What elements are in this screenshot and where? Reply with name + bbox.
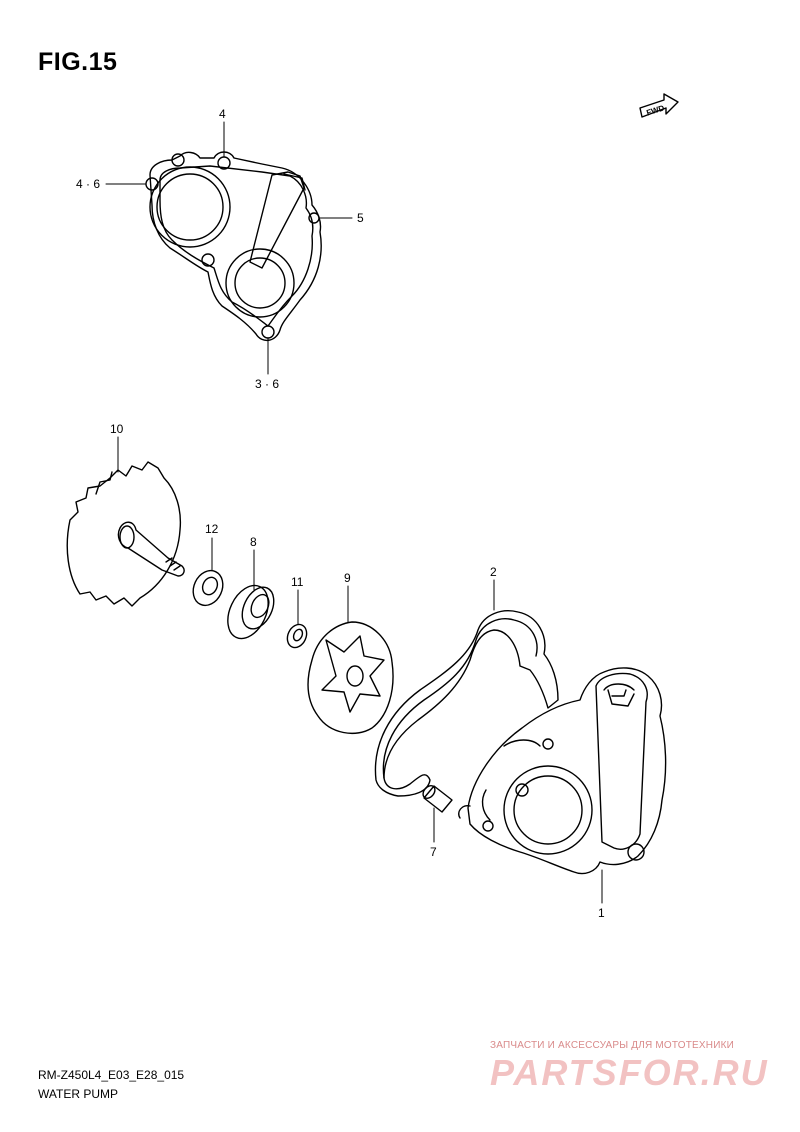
leader-lines — [105, 121, 603, 904]
callout-1: 1 — [598, 906, 605, 920]
oil-seal-part — [227, 584, 275, 640]
small-ring-part — [286, 623, 308, 649]
model-code: RM-Z450L4_E03_E28_015 — [38, 1068, 185, 1082]
callout-4: 4 — [219, 107, 226, 121]
gasket-part — [374, 610, 559, 797]
callout-5: 5 — [357, 211, 364, 225]
callout-8: 8 — [250, 535, 257, 549]
callout-12: 12 — [205, 522, 219, 536]
watermark-logo: PARTSFOR.RU — [490, 1052, 769, 1093]
dowel-pin-part — [422, 785, 453, 813]
impeller-part — [307, 621, 394, 735]
callout-10: 10 — [110, 422, 124, 436]
watermark-tagline: ЗАПЧАСТИ И АКСЕССУАРЫ ДЛЯ МОТОТЕХНИКИ — [490, 1040, 735, 1051]
callout-4-6: 4 · 6 — [76, 177, 100, 191]
callout-11: 11 — [291, 575, 304, 589]
section-name: WATER PUMP — [38, 1087, 118, 1101]
fwd-arrow-icon: FWD — [639, 93, 679, 118]
callout-9: 9 — [344, 571, 351, 585]
callout-2: 2 — [490, 565, 497, 579]
pump-cover-part — [145, 151, 322, 341]
pump-drive-gear-part — [66, 461, 185, 607]
callout-7: 7 — [430, 845, 437, 859]
pump-body-part — [458, 667, 667, 875]
figure-title: FIG.15 — [38, 48, 118, 76]
washer-part — [192, 569, 224, 607]
callout-3-6: 3 · 6 — [255, 377, 279, 391]
